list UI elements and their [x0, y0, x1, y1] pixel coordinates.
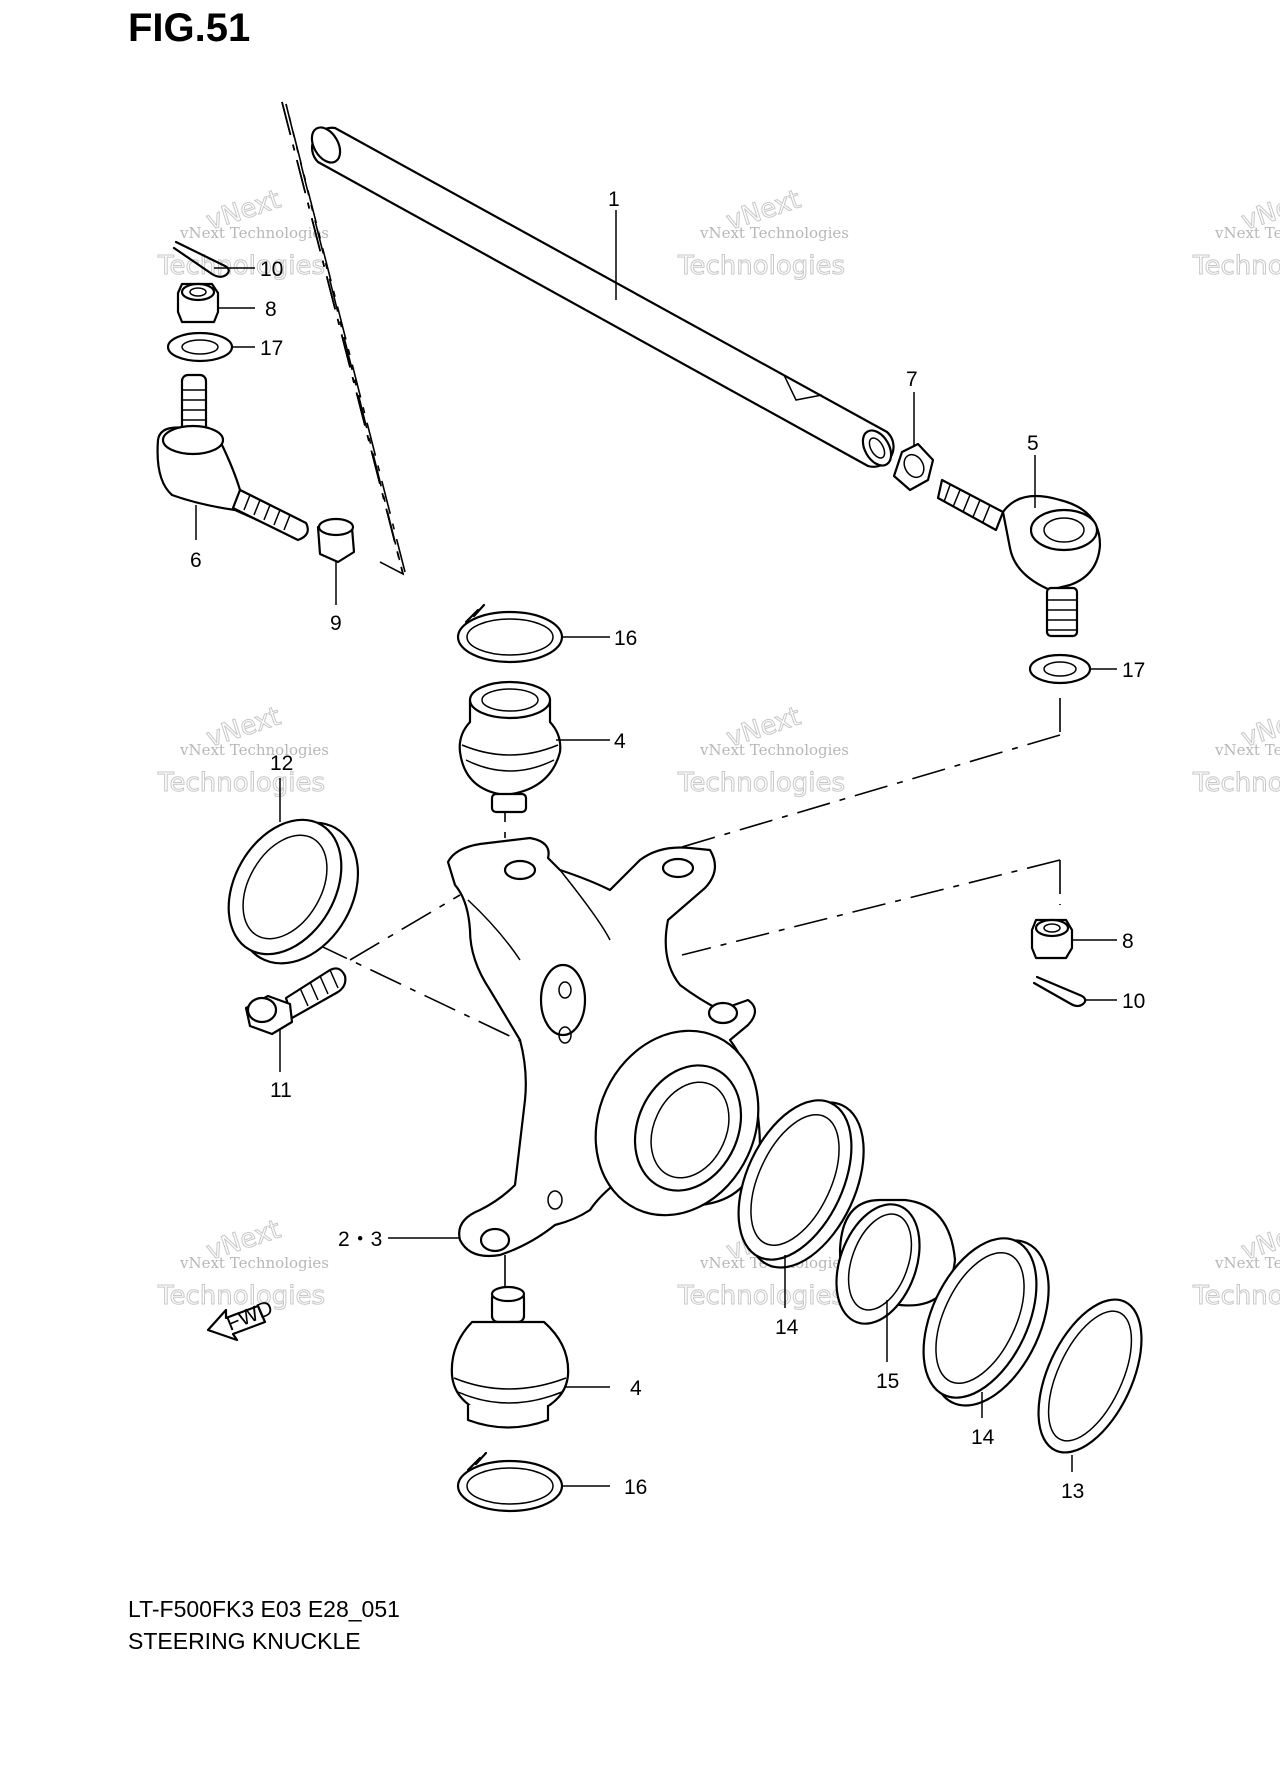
nut-9[interactable]	[316, 517, 356, 564]
watermark: vNext Technologies Technologies vNext	[157, 701, 330, 798]
watermark: vNext Technologies Technologies vNext	[157, 1214, 330, 1311]
watermark: vNext Technologies Technologies vNext	[677, 184, 850, 281]
ball-joint-lower[interactable]	[450, 1285, 570, 1429]
svg-text:Technologies: Technologies	[1192, 768, 1280, 798]
callout-16-upper: 16	[614, 627, 637, 650]
callouts: 1 7 5 10 8 17 6 9 16 4 12 17 8 10 11 2・3…	[190, 188, 1145, 1503]
figure-title: FIG.51	[128, 6, 251, 50]
callout-17-left: 17	[260, 337, 283, 360]
callout-4-upper: 4	[614, 730, 626, 753]
svg-text:vNext Technologies: vNext Technologies	[699, 224, 849, 242]
seal-14-upper[interactable]	[716, 1083, 888, 1286]
washer-17-right[interactable]	[1028, 653, 1092, 685]
seal-12[interactable]	[206, 800, 383, 985]
callout-14-lower: 14	[971, 1426, 995, 1449]
callout-4-lower: 4	[630, 1377, 642, 1400]
assembly-name-caption: STEERING KNUCKLE	[128, 1628, 361, 1654]
seal-13[interactable]	[1017, 1284, 1162, 1468]
steering-knuckle[interactable]	[446, 836, 788, 1258]
forward-arrow-icon: FWD	[206, 1296, 276, 1342]
watermark: vNext Technologies Technologies vNext	[157, 184, 330, 281]
svg-text:Technologies: Technologies	[157, 1281, 325, 1311]
circlip-lower[interactable]	[456, 1451, 564, 1513]
alignment-lines	[261, 101, 1061, 1300]
watermark: vNext Technologies Technologies vNext	[1192, 701, 1280, 798]
bolt-11[interactable]	[244, 967, 347, 1036]
callout-11: 11	[270, 1079, 292, 1102]
svg-text:vNext Technologies: vNext Technologies	[179, 741, 329, 759]
callout-5: 5	[1027, 432, 1039, 455]
svg-text:vNext Technologies: vNext Technologies	[179, 224, 329, 242]
svg-text:vNext Technologies: vNext Technologies	[1214, 741, 1280, 759]
svg-text:Technologies: Technologies	[1192, 251, 1280, 281]
callout-12: 12	[270, 752, 293, 775]
watermark: vNext Technologies Technologies vNext	[677, 701, 850, 798]
callout-16-lower: 16	[624, 1476, 647, 1499]
svg-text:vNext Technologies: vNext Technologies	[1214, 1254, 1280, 1272]
callout-8-left: 8	[265, 298, 277, 321]
svg-text:Technologies: Technologies	[157, 768, 325, 798]
callout-1: 1	[608, 188, 620, 211]
svg-text:vNext Technologies: vNext Technologies	[179, 1254, 329, 1272]
leader-lines	[195, 210, 1117, 1487]
svg-text:vNext Technologies: vNext Technologies	[699, 741, 849, 759]
tie-rod-end-left[interactable]	[156, 373, 309, 542]
watermark: vNext Technologies Technologies vNext	[1192, 184, 1280, 281]
svg-text:Technologies: Technologies	[1192, 1281, 1280, 1311]
tie-rod[interactable]	[306, 123, 897, 471]
tie-rod-end-right[interactable]	[936, 478, 1102, 638]
model-code-caption: LT-F500FK3 E03 E28_051	[128, 1596, 400, 1622]
seal-14-lower[interactable]	[901, 1221, 1073, 1424]
callout-17-right: 17	[1122, 659, 1145, 682]
callout-6: 6	[190, 549, 202, 572]
washer-17-left[interactable]	[166, 331, 234, 363]
cotter-pin-right[interactable]	[1032, 975, 1087, 1008]
circlip-upper[interactable]	[456, 603, 564, 664]
svg-text:Technologies: Technologies	[157, 251, 325, 281]
callout-14-upper: 14	[775, 1316, 799, 1339]
callout-13: 13	[1061, 1480, 1084, 1503]
callout-7: 7	[906, 368, 918, 391]
callout-9: 9	[330, 612, 342, 635]
callout-8-right: 8	[1122, 930, 1134, 953]
svg-text:Technologies: Technologies	[677, 1281, 845, 1311]
ball-joint-upper[interactable]	[458, 680, 562, 814]
svg-text:vNext Technologies: vNext Technologies	[1214, 224, 1280, 242]
nut-7[interactable]	[892, 442, 935, 492]
callout-15: 15	[876, 1370, 899, 1393]
spacer-15[interactable]	[821, 1193, 957, 1336]
watermark: vNext Technologies Technologies vNext	[1192, 1214, 1280, 1311]
nut-8-left[interactable]	[176, 282, 220, 324]
callout-10-right: 10	[1122, 990, 1145, 1013]
svg-text:Technologies: Technologies	[677, 251, 845, 281]
nut-8-right[interactable]	[1030, 918, 1074, 960]
svg-text:Technologies: Technologies	[677, 768, 845, 798]
watermarks: vNext Technologies Technologies vNext vN…	[157, 184, 1280, 1311]
callout-2-3: 2・3	[338, 1228, 382, 1251]
callout-10-left: 10	[260, 258, 283, 281]
